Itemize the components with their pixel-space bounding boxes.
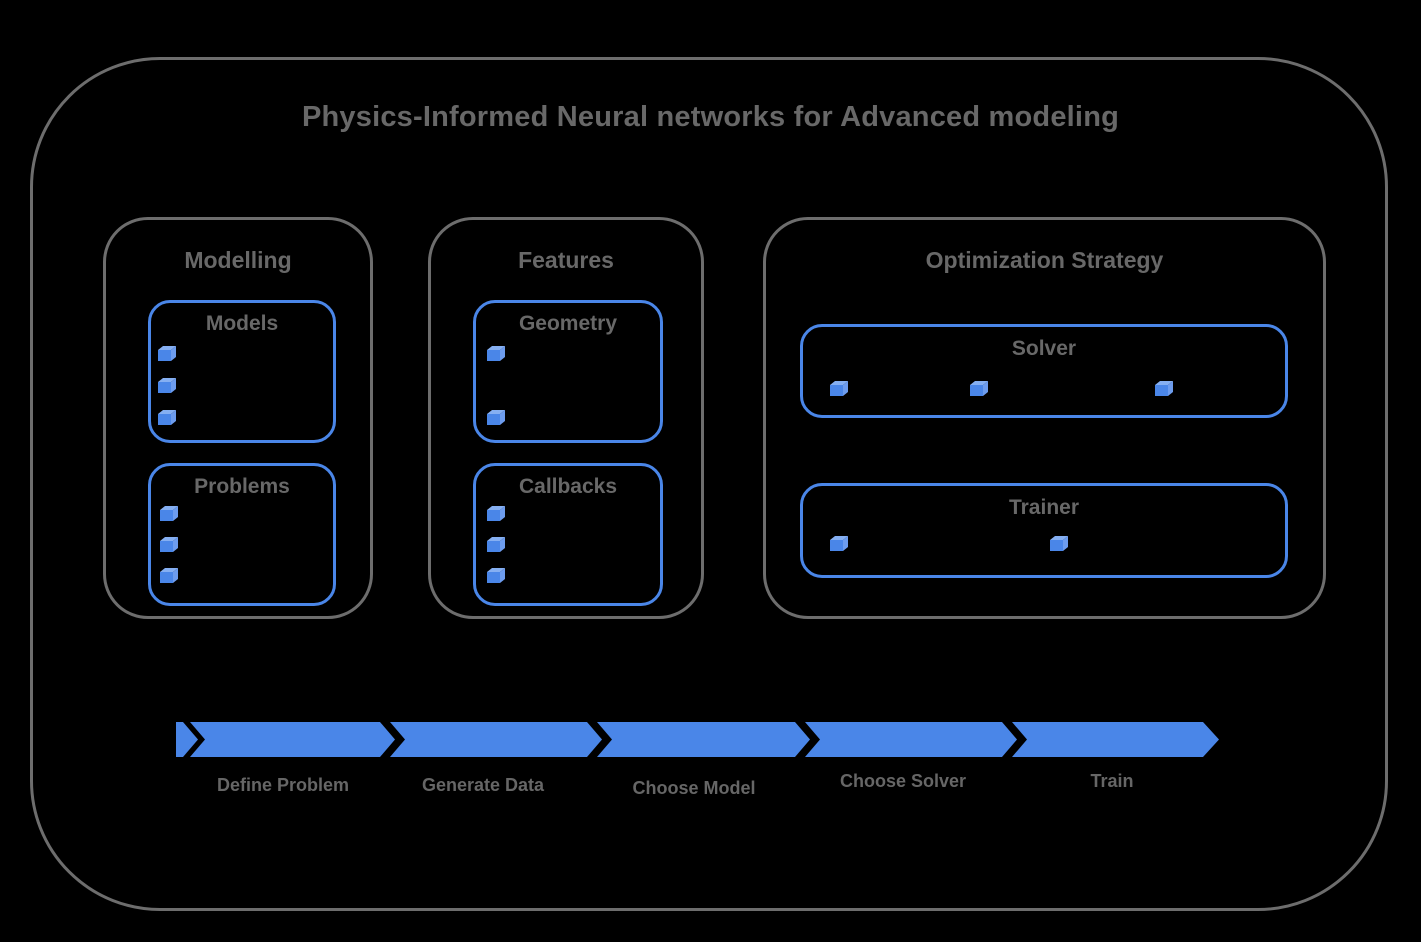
cube-icon <box>160 568 178 583</box>
box-models: Models <box>148 300 336 443</box>
step-label-generate-data: Generate Data <box>421 775 545 795</box>
cube-icon <box>487 506 505 521</box>
arrow-segment-choose-model <box>597 722 810 757</box>
group-features: Features Geometry Callbacks <box>428 217 704 619</box>
box-callbacks: Callbacks <box>473 463 663 606</box>
group-optimization-strategy: Optimization Strategy Solver Trainer <box>763 217 1326 619</box>
page-title: Physics-Informed Neural networks for Adv… <box>301 101 1120 133</box>
arrow-start-triangle <box>176 722 198 757</box>
arrow-segment-define-problem <box>190 722 395 757</box>
group-modelling: Modelling Models Problems <box>103 217 373 619</box>
cube-icon <box>487 537 505 552</box>
cube-icon <box>160 537 178 552</box>
box-models-title: Models <box>205 312 279 335</box>
cube-icon <box>160 506 178 521</box>
box-trainer: Trainer <box>800 483 1288 578</box>
box-trainer-title: Trainer <box>1008 496 1080 519</box>
box-geometry: Geometry <box>473 300 663 443</box>
step-label-train: Train <box>1090 771 1134 791</box>
group-features-title: Features <box>518 247 614 273</box>
cube-icon <box>1155 381 1173 396</box>
box-geometry-title: Geometry <box>518 312 618 335</box>
process-arrow <box>176 722 1219 757</box>
cube-icon <box>970 381 988 396</box>
step-label-choose-model: Choose Model <box>632 778 756 798</box>
box-solver-title: Solver <box>1011 337 1077 360</box>
group-modelling-title: Modelling <box>184 247 292 273</box>
group-optimization-strategy-title: Optimization Strategy <box>925 247 1164 273</box>
cube-icon <box>830 381 848 396</box>
cube-icon <box>1050 536 1068 551</box>
arrow-segment-choose-solver <box>805 722 1017 757</box>
cube-icon <box>158 378 176 393</box>
box-solver: Solver <box>800 324 1288 418</box>
box-callbacks-title: Callbacks <box>518 475 618 498</box>
cube-icon <box>830 536 848 551</box>
outer-frame <box>30 57 1388 911</box>
cube-icon <box>158 346 176 361</box>
cube-icon <box>158 410 176 425</box>
cube-icon <box>487 346 505 361</box>
arrow-segment-generate-data <box>390 722 602 757</box>
step-label-choose-solver: Choose Solver <box>839 771 967 791</box>
step-label-define-problem: Define Problem <box>216 775 350 795</box>
cube-icon <box>487 410 505 425</box>
box-problems: Problems <box>148 463 336 606</box>
cube-icon <box>487 568 505 583</box>
box-problems-title: Problems <box>194 475 290 498</box>
arrow-segment-train <box>1012 722 1219 757</box>
